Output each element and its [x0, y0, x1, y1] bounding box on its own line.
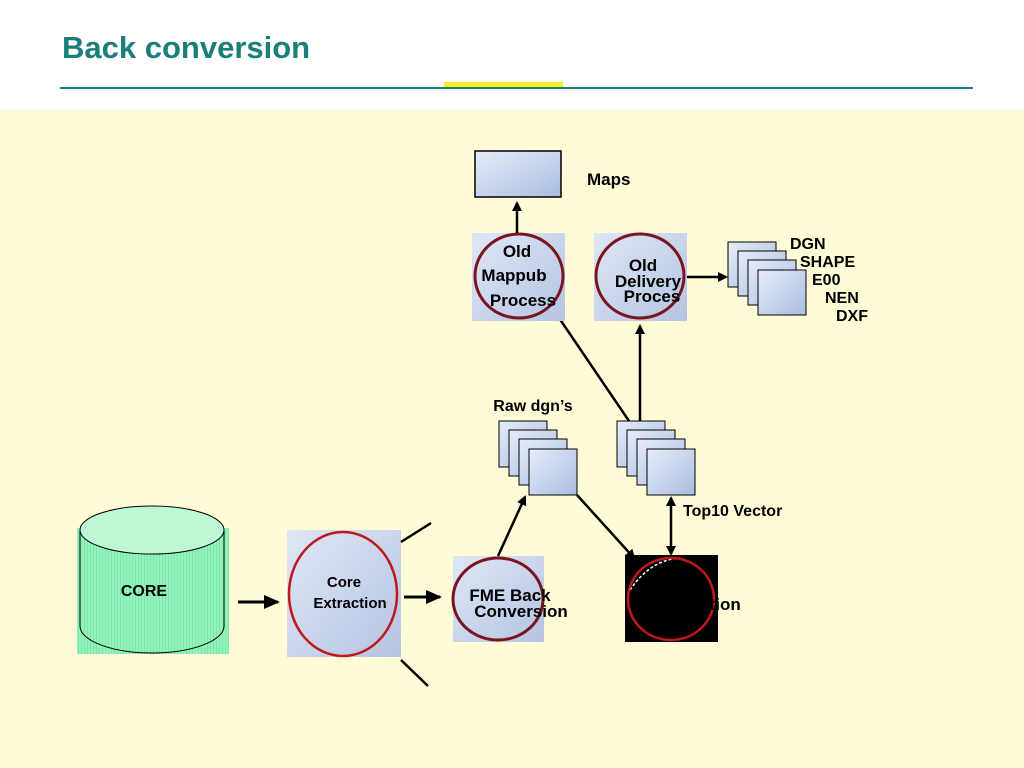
core-extraction-process: Core Extraction	[287, 530, 401, 658]
old-mappub-line-1: Old	[503, 242, 531, 261]
old-mappub-process: Old Mappub Process	[472, 232, 565, 321]
raw-dgns-file-stack	[498, 420, 578, 496]
completion-process: Completion	[625, 555, 741, 642]
old-mappub-line-3: Process	[490, 291, 556, 310]
fme-label-line-2: Conversion	[474, 602, 568, 621]
top10-vector-label: Top10 Vector	[683, 503, 782, 520]
fme-back-conversion-process: FME Back Conversion	[451, 556, 568, 642]
format-dgn: DGN	[790, 236, 826, 253]
core-extraction-line-2: Extraction	[313, 595, 386, 612]
format-shape: SHAPE	[800, 254, 855, 271]
raw-dgns-label: Raw dgn’s	[493, 398, 573, 415]
title-underline	[60, 87, 973, 89]
delivery-formats-file-stack	[727, 241, 807, 316]
extraction-branch-up	[400, 521, 432, 544]
old-delivery-line-3: Proces	[624, 287, 681, 306]
old-delivery-line-2: Delivery	[615, 272, 682, 291]
old-delivery-process: Old Delivery Proces	[594, 232, 687, 321]
arrow-raw-dgns-to-completion	[576, 494, 636, 560]
core-label: CORE	[121, 583, 168, 600]
arrow-fme-to-raw-dgns	[496, 495, 527, 557]
maps-label: Maps	[587, 170, 630, 189]
format-e00: E00	[812, 272, 841, 289]
completion-label: Completion	[647, 595, 741, 614]
core-extraction-line-1: Core	[327, 574, 361, 591]
slide-title: Back conversion	[62, 30, 311, 65]
format-dxf: DXF	[836, 308, 868, 325]
fme-label-line-1: FME Back	[469, 586, 551, 605]
slide-header: Back conversion	[0, 0, 1024, 110]
extraction-branch-down	[400, 659, 429, 687]
core-database-cylinder: CORE	[77, 505, 229, 654]
format-nen: NEN	[825, 290, 859, 307]
old-delivery-line-1: Old	[629, 256, 657, 275]
maps-output-box	[474, 150, 562, 198]
title-underline-accent	[444, 82, 563, 87]
arrow-top10-to-old-mappub	[553, 310, 631, 422]
top10-vector-file-stack	[616, 420, 696, 496]
old-mappub-line-2: Mappub	[481, 266, 546, 285]
